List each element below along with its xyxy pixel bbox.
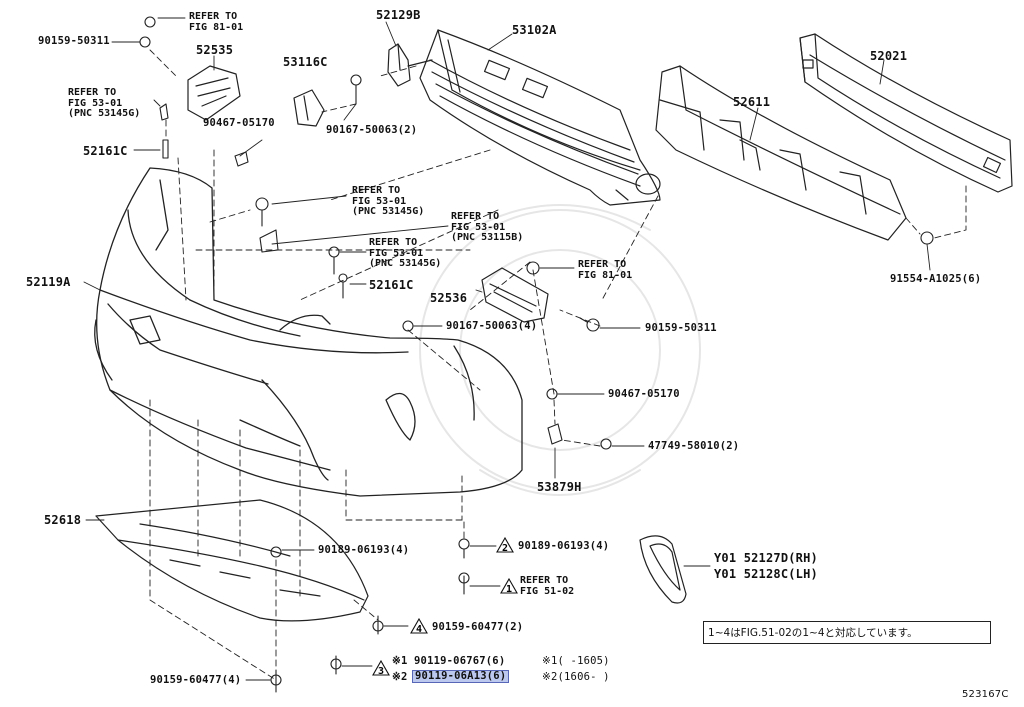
part-47749-58010[interactable]: 47749-58010(2) [648,440,740,452]
part-53116c[interactable]: 53116C [283,55,328,69]
refer-line: (PNC 53145G) [68,108,141,119]
refer-fig-53-01-53115b[interactable]: REFER TO FIG 53-01 (PNC 53115B) [451,211,524,244]
bumper-cover [94,167,523,497]
fasteners [139,16,934,693]
leader-lines [83,17,931,681]
note-seg: ~ [714,627,724,639]
part-90167-50063-mid[interactable]: 90167-50063(4) [446,320,538,332]
part-52535[interactable]: 52535 [196,43,234,57]
triangle-number: 4 [416,624,422,634]
bumper-reinforcement [799,33,1013,193]
note-seg: ~ [809,627,818,639]
part-53879h[interactable]: 53879H [537,480,582,494]
note-seg: はFIG.51-02の [730,627,803,639]
refer-line: (PNC 53145G) [369,258,442,269]
diagram-id: 523167C [962,689,1009,700]
refer-line: FIG 81-01 [189,21,244,33]
refer-line: REFER TO [68,87,117,98]
part-52128c-lh[interactable]: Y01 52128C(LH) [714,567,818,581]
bumper-bracket-52535 [187,65,241,121]
part-90159-50311-left[interactable]: 90159-50311 [38,35,110,47]
part-90119-06767[interactable]: ※1 90119-06767(6) [392,655,506,667]
legend-mark-1: ※1( -1605) [542,655,610,667]
refer-fig-53-01-small[interactable]: REFER TO FIG 53-01 (PNC 53145G) [369,237,442,270]
refer-line: FIG 53-01 [451,221,506,233]
note-seg: 1 [802,627,809,639]
refer-fig-53-01-left[interactable]: REFER TO FIG 53-01 (PNC 53145G) [68,87,141,120]
part-90167-50063-top[interactable]: 90167-50063(2) [326,124,418,136]
refer-line: FIG 53-01 [369,247,424,259]
part-52161c-left[interactable]: 52161C [83,144,128,158]
energy-absorber [655,65,907,241]
part-91554-a1025[interactable]: 91554-A1025(6) [890,273,982,285]
refer-line: FIG 51-02 [520,585,575,597]
note-seg: と対応しています。 [824,627,918,639]
note-seg: 4 [723,627,731,639]
part-90159-60477-left[interactable]: 90159-60477(4) [150,674,242,686]
refer-line: REFER TO [189,11,238,22]
watermark [419,204,701,496]
refer-fig-81-01-right[interactable]: REFER TO FIG 81-01 [578,259,633,281]
part-52127d-rh[interactable]: Y01 52127D(RH) [714,551,818,565]
triangle-number: 1 [506,584,512,594]
correspondence-note: 1~4はFIG.51-02の1~4と対応しています。 [703,621,991,644]
refer-line: REFER TO [352,185,401,196]
retainer-53116c [293,89,325,127]
part-52161c-mid[interactable]: 52161C [369,278,414,292]
fog-lamp-cover [639,535,687,604]
radiator-grille [419,29,661,206]
grille-bracket-52129b [387,43,433,87]
guide-lines [149,49,967,681]
part-90119-mark-2: ※2 [392,671,408,683]
part-90189-06193-left[interactable]: 90189-06193(4) [318,544,410,556]
refer-line: FIG 53-01 [352,195,407,207]
triangle-number: 2 [502,543,508,553]
part-52119a[interactable]: 52119A [26,275,71,289]
note-seg: 1 [708,627,715,639]
refer-line: (PNC 53115B) [451,232,524,243]
part-90119-06a13-highlighted[interactable]: 90119-06A13(6) [411,670,510,683]
triangle-number: 3 [378,666,384,676]
refer-line: REFER TO [578,259,627,270]
part-90159-50311-right[interactable]: 90159-50311 [645,322,717,334]
part-53102a[interactable]: 53102A [512,23,557,37]
triangle-marker-1: 1 [500,578,518,594]
refer-line: REFER TO [451,211,500,222]
triangle-marker-2: 2 [496,537,514,553]
part-90189-06193-right[interactable]: 90189-06193(4) [518,540,610,552]
refer-line: REFER TO [520,575,569,586]
triangle-marker-3: 3 [372,660,390,676]
part-52021[interactable]: 52021 [870,49,908,63]
part-90467-05170-left[interactable]: 90467-05170 [203,117,275,129]
triangle-marker-4: 4 [410,618,428,634]
refer-line: FIG 81-01 [578,269,633,281]
legend-mark-2: ※2(1606- ) [542,671,610,683]
engine-under-cover [95,499,369,622]
refer-fig-51-02[interactable]: REFER TO FIG 51-02 [520,575,575,597]
part-52536[interactable]: 52536 [430,291,468,305]
part-52611[interactable]: 52611 [733,95,771,109]
part-90467-05170-right[interactable]: 90467-05170 [608,388,680,400]
part-90159-60477-right[interactable]: 90159-60477(2) [432,621,524,633]
part-52618[interactable]: 52618 [44,513,82,527]
refer-fig-81-01-top[interactable]: REFER TO FIG 81-01 [189,11,244,33]
part-52129b[interactable]: 52129B [376,8,421,22]
refer-line: (PNC 53145G) [352,206,425,217]
refer-line: REFER TO [369,237,418,248]
note-seg: 4 [817,627,825,639]
refer-line: FIG 53-01 [68,97,123,109]
refer-fig-53-01-mid[interactable]: REFER TO FIG 53-01 (PNC 53145G) [352,185,425,218]
